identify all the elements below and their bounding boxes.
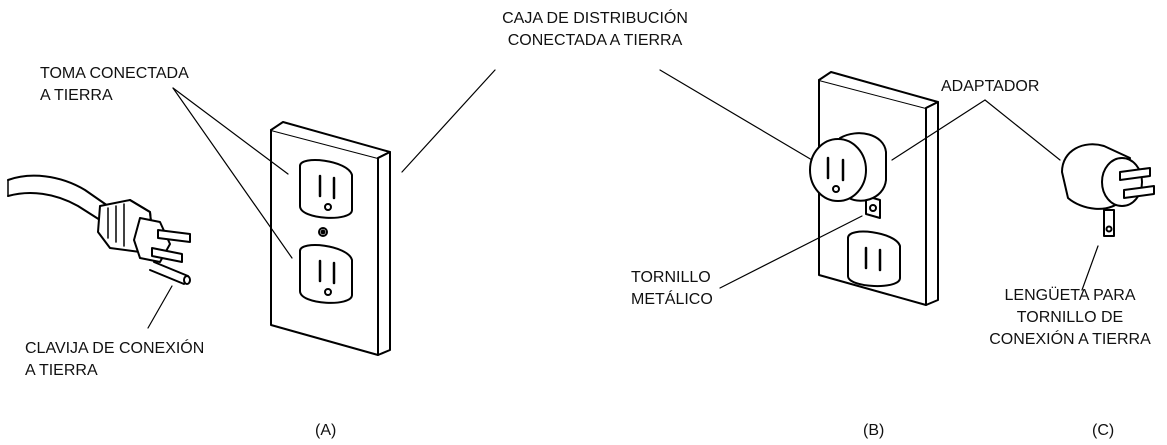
label-tab-line1: LENGÜETA PARA [1004,287,1136,304]
label-metal-screw-line2: METÁLICO [631,291,713,308]
label-metal-screw-line1: TORNILLO [631,269,711,286]
power-cord-with-plug [7,174,191,285]
label-ground-pin-line2: A TIERRA [25,362,98,379]
label-tab-line3: CONEXIÓN A TIERRA [989,331,1151,348]
label-tab-line2: TORNILLO DE [1016,309,1124,326]
figure-label-b: (B) [863,422,885,439]
label-adapter: ADAPTADOR [941,78,1040,95]
label-junction-box-line1: CAJA DE DISTRIBUCIÓN [502,10,688,27]
figure-label-a: (A) [315,422,337,439]
outlet-with-adapter [809,71,939,306]
label-junction-box-line2: CONECTADA A TIERRA [507,32,683,49]
standalone-adapter [1061,143,1155,237]
duplex-outlet-plate [270,121,391,356]
label-ground-pin-line1: CLAVIJA DE CONEXIÓN [25,340,205,357]
label-grounded-outlet-line2: A TIERRA [40,87,113,104]
label-grounded-outlet-line1: TOMA CONECTADA [40,65,189,82]
leader-lines [147,69,1099,329]
figure-label-c: (C) [1092,422,1115,439]
